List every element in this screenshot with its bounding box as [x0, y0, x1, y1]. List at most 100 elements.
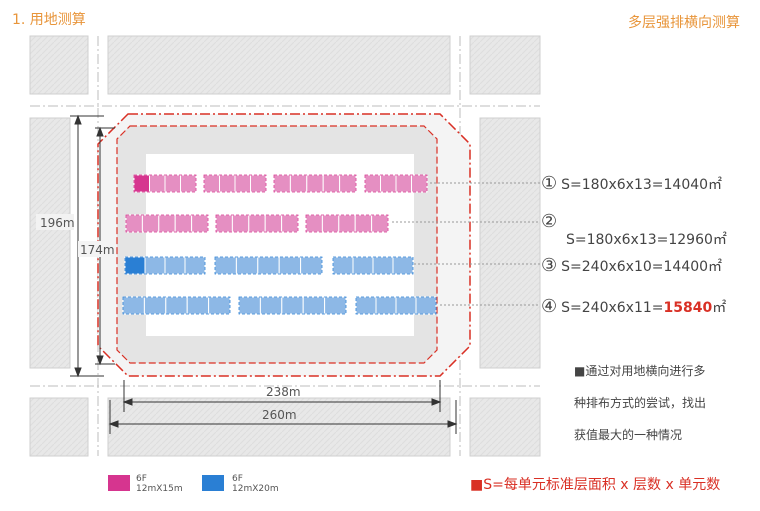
building-unit	[392, 256, 414, 275]
building-unit	[411, 174, 428, 193]
scenario-2-formula: S=180x6x13=12960㎡	[566, 232, 727, 248]
building-unit	[259, 296, 283, 315]
building-block	[238, 296, 347, 315]
building-unit	[208, 296, 231, 315]
area-formula-summary: ■S=每单元标准层面积 x 层数 x 单元数	[470, 477, 721, 493]
building-unit	[122, 296, 145, 315]
building-unit	[165, 296, 188, 315]
building-unit	[415, 296, 437, 315]
building-unit	[364, 174, 381, 193]
building-block	[124, 256, 206, 275]
building-unit	[371, 214, 389, 233]
building-unit	[248, 214, 266, 233]
building-unit	[186, 296, 210, 315]
building-unit	[273, 174, 291, 193]
legend-blue: 6F 12mX20m	[232, 474, 279, 494]
building-unit	[250, 174, 267, 193]
scenario-4-number: ④	[541, 296, 558, 317]
scenario-4-unit: ㎡	[712, 300, 727, 316]
legend-pink-size: 12mX15m	[136, 484, 183, 494]
legend-pink-floors: 6F	[136, 474, 147, 484]
legend-blue-size: 12mX20m	[232, 484, 279, 494]
building-unit	[231, 214, 250, 233]
note-line-2: 种排布方式的尝试，找出	[574, 396, 707, 410]
scenario-3-formula: S=240x6x10=14400㎡	[561, 259, 723, 275]
building-unit	[184, 256, 206, 275]
building-unit	[125, 214, 143, 233]
building-block	[215, 214, 299, 233]
road-centerlines	[30, 36, 540, 456]
leader-lines	[392, 182, 540, 306]
dim-inner-width: 238m	[266, 385, 301, 399]
building-unit	[338, 214, 356, 233]
parcel-bottom-center	[107, 397, 451, 457]
building-unit	[264, 214, 283, 233]
scenario-2-number-wrap: ②	[541, 211, 561, 232]
building-unit	[234, 174, 251, 193]
dim-outer-height: 196m	[40, 216, 75, 230]
section-title: 1. 用地测算	[12, 12, 86, 28]
building-unit	[322, 174, 341, 193]
building-unit	[289, 174, 308, 193]
building-block	[332, 256, 414, 275]
building-unit	[143, 296, 167, 315]
parcel-right	[479, 117, 541, 369]
building-block	[122, 296, 231, 315]
building-unit	[257, 256, 280, 275]
scenario-3-number: ③	[541, 255, 558, 276]
building-block	[364, 174, 428, 193]
legend-swatch-blue	[202, 475, 224, 491]
building-unit	[395, 174, 412, 193]
building-unit	[215, 214, 233, 233]
building-unit	[281, 214, 299, 233]
legend-blue-floors: 6F	[232, 474, 243, 484]
building-unit	[300, 256, 323, 275]
parcel-top-left	[29, 35, 89, 95]
building-block	[203, 174, 267, 193]
building-unit	[339, 174, 357, 193]
building-unit	[238, 296, 261, 315]
page-subtitle: 多层强排横向测算	[628, 15, 740, 31]
building-unit	[281, 296, 304, 315]
building-unit	[164, 174, 181, 193]
building-block	[133, 174, 197, 193]
building-unit	[278, 256, 302, 275]
note-line-1: ■通过对用地横向进行多	[574, 364, 706, 378]
scenario-1-number: ①	[541, 173, 558, 194]
building-unit	[144, 256, 166, 275]
scenario-4-formula-prefix: S=240x6x11=	[561, 300, 664, 316]
building-unit	[141, 214, 160, 233]
parcel-top-right	[469, 35, 541, 95]
building-unit	[352, 256, 374, 275]
building-block	[273, 174, 357, 193]
building-unit	[324, 296, 347, 315]
building-block	[355, 296, 437, 315]
parcel-bottom-left	[29, 397, 89, 457]
scenario-1-formula: S=180x6x13=14040㎡	[561, 177, 723, 193]
parcel-bottom-right	[469, 397, 541, 457]
building-unit	[355, 296, 377, 315]
parcel-top-center	[107, 35, 451, 95]
legend-swatch-pink	[108, 475, 130, 491]
building-unit	[203, 174, 220, 193]
building-unit	[219, 174, 236, 193]
building-blocks	[122, 174, 437, 315]
building-unit	[332, 256, 354, 275]
dim-outer-width: 260m	[262, 408, 297, 422]
building-unit	[235, 256, 259, 275]
building-unit	[380, 174, 397, 193]
note-line-3: 获值最大的一种情况	[574, 428, 683, 442]
building-unit	[395, 296, 417, 315]
building-block	[305, 214, 389, 233]
building-unit	[124, 256, 146, 275]
scenario-2: S=180x6x13=12960㎡	[566, 229, 727, 249]
building-unit	[180, 174, 197, 193]
building-unit	[174, 214, 193, 233]
building-unit	[214, 256, 237, 275]
building-unit	[321, 214, 340, 233]
legend-pink: 6F 12mX15m	[136, 474, 183, 494]
building-unit	[149, 174, 166, 193]
building-block	[214, 256, 323, 275]
